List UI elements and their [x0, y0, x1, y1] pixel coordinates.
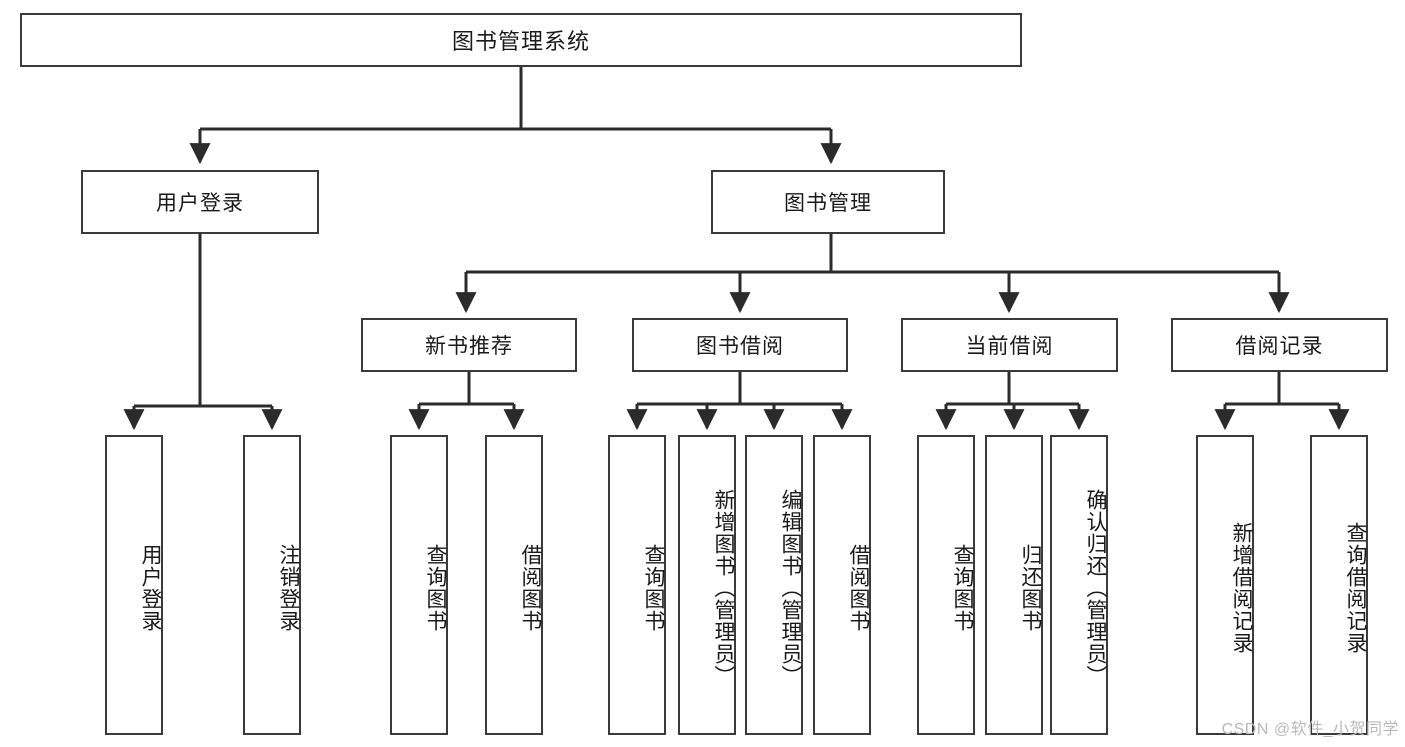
node-label: 归还图书 — [1019, 544, 1042, 632]
leaf-new-book-query-book[interactable]: 查询图书 — [390, 435, 448, 735]
node-label: 新书推荐 — [425, 335, 513, 358]
node-label: 借阅图书 — [847, 544, 870, 632]
node-label: 用户登录 — [139, 544, 162, 632]
leaf-borrow-record-query-record[interactable]: 查询借阅记录 — [1310, 435, 1368, 735]
node-label: 查询图书 — [642, 544, 665, 632]
node-new-book-recommend[interactable]: 新书推荐 — [361, 318, 577, 372]
node-label: 编辑图书（管理员） — [779, 489, 802, 687]
node-label: 图书管理系统 — [451, 29, 590, 54]
leaf-current-borrow-return-book[interactable]: 归还图书 — [985, 435, 1043, 735]
node-label: 查询借阅记录 — [1344, 522, 1367, 654]
node-root-book-management-system[interactable]: 图书管理系统 — [20, 13, 1022, 67]
node-user-login[interactable]: 用户登录 — [81, 170, 319, 234]
node-label: 当前借阅 — [965, 335, 1054, 358]
node-book-management[interactable]: 图书管理 — [711, 170, 945, 234]
leaf-current-borrow-confirm-return-admin[interactable]: 确认归还（管理员） — [1050, 435, 1108, 735]
node-label: 图书借阅 — [696, 335, 784, 358]
node-label: 借阅记录 — [1235, 335, 1324, 358]
node-label: 查询图书 — [424, 544, 447, 632]
node-label: 借阅图书 — [519, 544, 542, 632]
leaf-book-borrow-borrow-book[interactable]: 借阅图书 — [813, 435, 871, 735]
node-label: 查询图书 — [951, 544, 974, 632]
node-label: 注销登录 — [277, 544, 300, 632]
node-label: 图书管理 — [784, 192, 872, 215]
leaf-user-login-login[interactable]: 用户登录 — [105, 435, 163, 735]
leaf-current-borrow-query-book[interactable]: 查询图书 — [917, 435, 975, 735]
leaf-new-book-borrow-book[interactable]: 借阅图书 — [485, 435, 543, 735]
node-label: 新增借阅记录 — [1230, 522, 1253, 654]
node-current-borrow[interactable]: 当前借阅 — [901, 318, 1118, 372]
leaf-book-borrow-query-book[interactable]: 查询图书 — [608, 435, 666, 735]
leaf-user-login-logout[interactable]: 注销登录 — [243, 435, 301, 735]
leaf-book-borrow-add-book-admin[interactable]: 新增图书（管理员） — [678, 435, 736, 735]
node-borrow-record[interactable]: 借阅记录 — [1171, 318, 1388, 372]
leaf-book-borrow-edit-book-admin[interactable]: 编辑图书（管理员） — [745, 435, 803, 735]
node-label: 新增图书（管理员） — [712, 489, 735, 687]
leaf-borrow-record-add-record[interactable]: 新增借阅记录 — [1196, 435, 1254, 735]
node-label: 用户登录 — [156, 192, 244, 215]
node-label: 确认归还（管理员） — [1084, 489, 1107, 687]
node-book-borrow[interactable]: 图书借阅 — [632, 318, 848, 372]
